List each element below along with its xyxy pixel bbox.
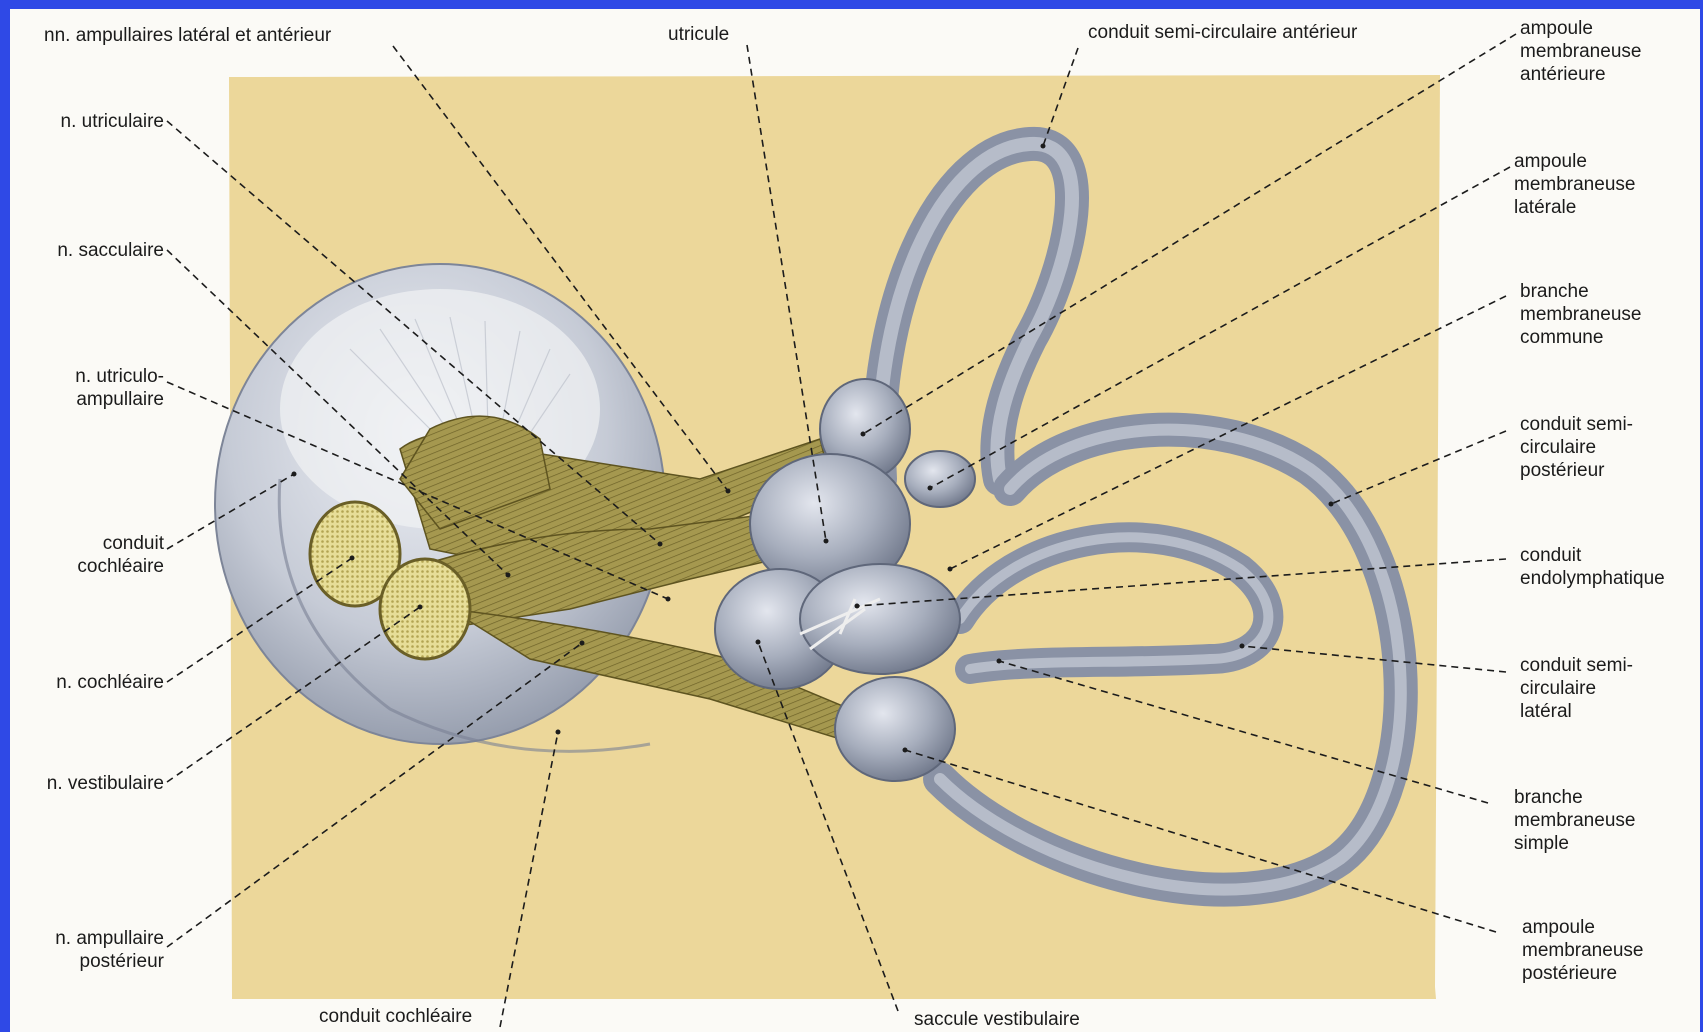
label-saccule: saccule vestibulaire bbox=[914, 1008, 1080, 1031]
label-conduit-cochleaire-bottom: conduit cochléaire bbox=[319, 1005, 472, 1028]
label-conduit-cochleaire-left: conduit cochléaire bbox=[77, 532, 164, 578]
label-ampoule-anterieure: ampoule membraneuse antérieure bbox=[1520, 17, 1641, 86]
inner-ear-illustration bbox=[10, 9, 1700, 1032]
label-ampoule-laterale: ampoule membraneuse latérale bbox=[1514, 150, 1635, 219]
label-n-cochleaire: n. cochléaire bbox=[56, 671, 164, 694]
label-branche-commune: branche membraneuse commune bbox=[1520, 280, 1641, 349]
label-conduit-lateral: conduit semi- circulaire latéral bbox=[1520, 654, 1633, 723]
label-n-vestibulaire: n. vestibulaire bbox=[47, 772, 164, 795]
diagram-frame: nn. ampullaires latéral et antérieur utr… bbox=[10, 9, 1700, 1032]
label-utricule: utricule bbox=[668, 23, 729, 46]
label-ampoule-posterieure: ampoule membraneuse postérieure bbox=[1522, 916, 1643, 985]
label-conduit-endolymphatique: conduit endolymphatique bbox=[1520, 544, 1665, 590]
label-conduit-posterieur: conduit semi- circulaire postérieur bbox=[1520, 413, 1633, 482]
label-nn-ampullaires: nn. ampullaires latéral et antérieur bbox=[44, 24, 331, 47]
label-n-utriculaire: n. utriculaire bbox=[61, 110, 165, 133]
label-conduit-anterieur: conduit semi-circulaire antérieur bbox=[1088, 21, 1357, 44]
label-branche-simple: branche membraneuse simple bbox=[1514, 786, 1635, 855]
label-n-ampullaire-posterieur: n. ampullaire postérieur bbox=[55, 927, 164, 973]
label-n-utriculo-ampullaire: n. utriculo- ampullaire bbox=[75, 365, 164, 411]
label-n-sacculaire: n. sacculaire bbox=[57, 239, 164, 262]
